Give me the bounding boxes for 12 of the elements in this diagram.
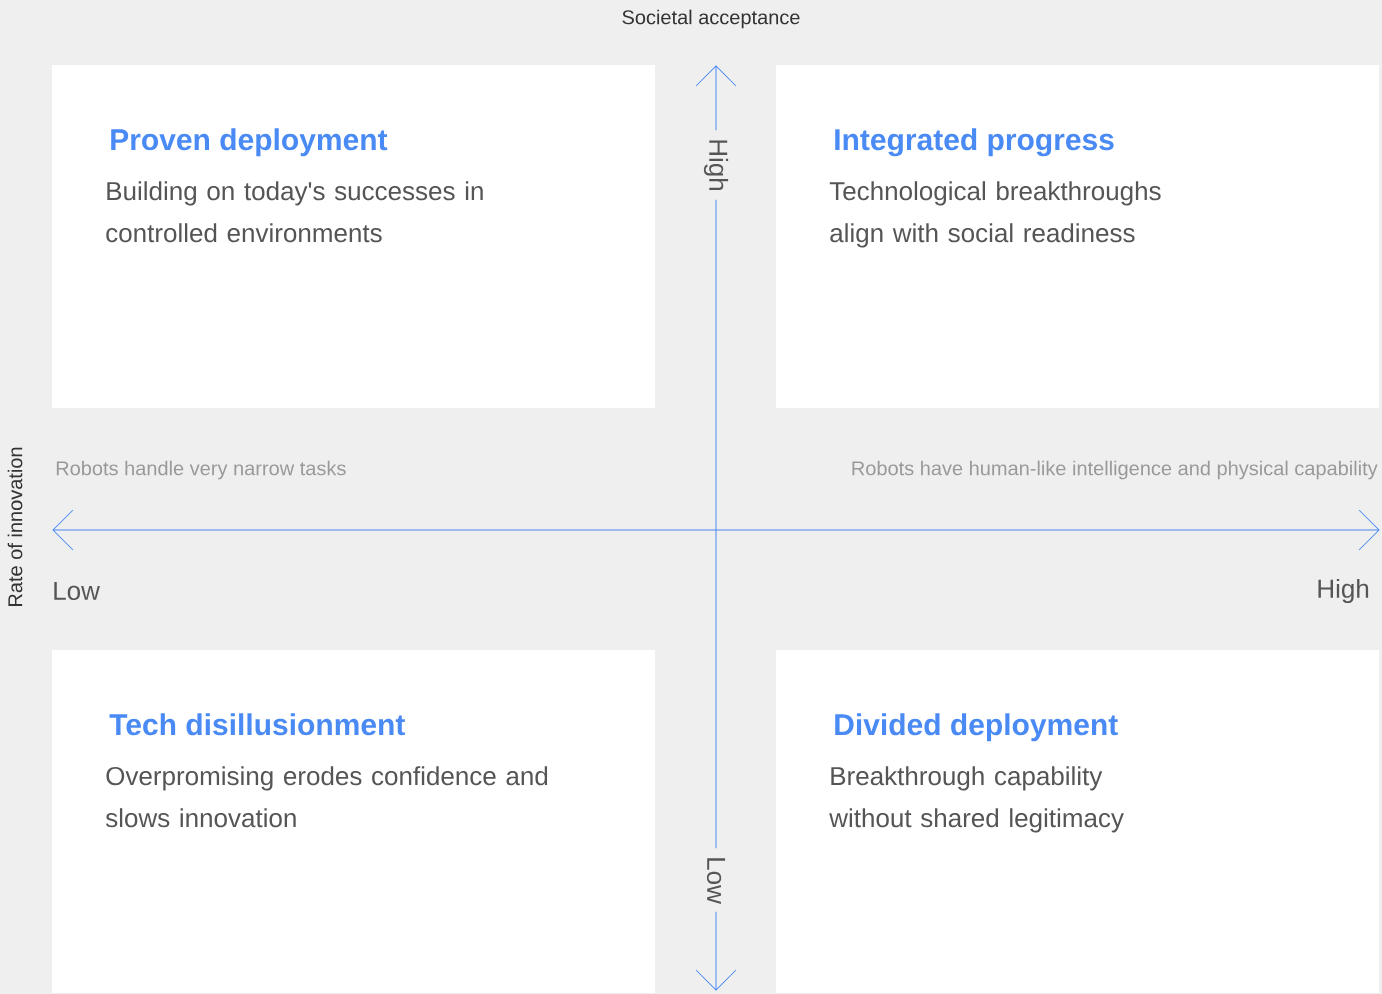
- axis-label: High: [1318, 578, 1369, 604]
- axis-label: Low: [698, 848, 734, 912]
- axis-title: Rate of innovation: [7, 447, 23, 606]
- quadrant-card: Proven deployment Building on today's successes in controlled environments: [52, 65, 655, 408]
- quadrant-card: Integrated progress Technological breakthroughs align with social readiness: [776, 65, 1379, 408]
- quadrant-card: Divided deployment Breakthrough capability without shared legitimacy: [776, 650, 1379, 993]
- scale-label: Robots have human-like intelligence and physical capability: [852, 460, 1378, 480]
- quadrant-card: Tech disillusionment Overpromising erodes confidence and slows innovation: [52, 650, 655, 993]
- axis-title: Societal acceptance: [622, 9, 800, 29]
- axis-label: High: [695, 130, 737, 200]
- axis-label: Low: [54, 581, 100, 601]
- scale-label: Robots handle very narrow tasks: [56, 460, 346, 480]
